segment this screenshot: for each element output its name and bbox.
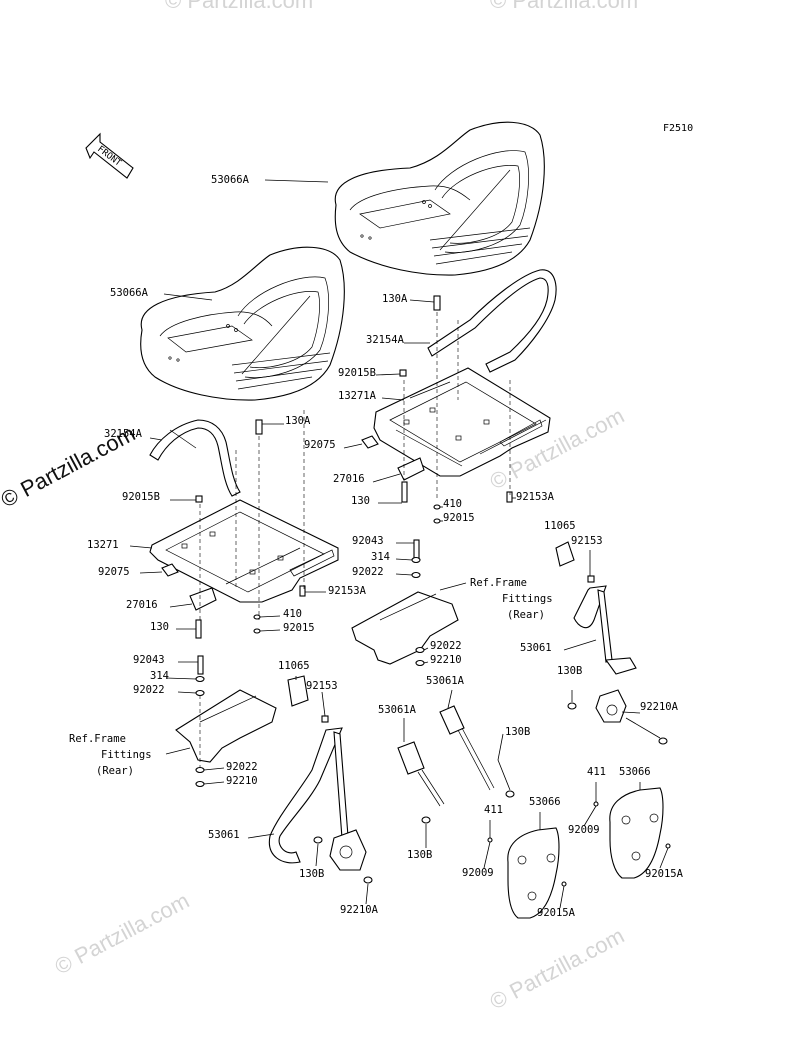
part-label-27016-top: 27016 xyxy=(333,473,365,485)
part-label-411-right: 411 xyxy=(587,766,606,778)
side-panel-right xyxy=(593,787,671,879)
part-label-13271: 13271 xyxy=(87,539,119,551)
part-label-130A-top: 130A xyxy=(382,293,408,305)
part-label-92043-left: 92043 xyxy=(133,654,165,666)
part-label-92153-left: 92153 xyxy=(306,680,338,692)
part-label-314-left: 314 xyxy=(150,670,169,682)
part-label-92210A-left: 92210A xyxy=(340,904,379,916)
seat-left xyxy=(140,246,345,401)
part-label-32154A-top: 32154A xyxy=(366,334,405,346)
grab-bar-right xyxy=(427,269,557,373)
seat-base-right xyxy=(373,367,551,477)
side-panel-mid xyxy=(487,827,567,919)
part-label-fittings-left: Fittings xyxy=(101,749,152,761)
part-label-130-left: 130 xyxy=(150,621,169,633)
part-label-92022-left: 92022 xyxy=(133,684,165,696)
part-label-rear-right: (Rear) xyxy=(507,609,545,621)
part-label-130B-left: 130B xyxy=(299,868,324,880)
part-label-53066-right: 53066 xyxy=(619,766,651,778)
part-label-92015-top: 92015 xyxy=(443,512,475,524)
seat-base-left xyxy=(149,499,339,603)
figure-code: F2510 xyxy=(663,123,693,134)
part-label-92022-mid-lower: 92022 xyxy=(430,640,462,652)
front-arrow: FRONT xyxy=(85,132,134,179)
part-label-92153-right: 92153 xyxy=(571,535,603,547)
part-label-92015-left: 92015 xyxy=(283,622,315,634)
part-label-92153A-left: 92153A xyxy=(328,585,367,597)
watermark-bottom-left: © Partzilla.com xyxy=(51,888,194,980)
part-label-53061-left: 53061 xyxy=(208,829,240,841)
alignment-lines xyxy=(199,312,511,620)
part-label-92210-mid: 92210 xyxy=(430,654,462,666)
part-label-92210A-right: 92210A xyxy=(640,701,679,713)
part-label-32154A-left: 32154A xyxy=(104,428,143,440)
part-label-314-mid: 314 xyxy=(371,551,390,563)
watermark-top-left: © Partzilla.com xyxy=(165,0,313,13)
part-label-rear-left: (Rear) xyxy=(96,765,134,777)
part-label-ref-frame-left: Ref.Frame xyxy=(69,733,126,745)
part-label-410-left: 410 xyxy=(283,608,302,620)
part-label-53066A-left: 53066A xyxy=(110,287,149,299)
part-label-130-top: 130 xyxy=(351,495,370,507)
part-label-92075-left: 92075 xyxy=(98,566,130,578)
part-label-11065-right: 11065 xyxy=(544,520,576,532)
part-label-fittings-right: Fittings xyxy=(502,593,553,605)
grab-bar-left xyxy=(149,419,241,497)
part-label-ref-frame-right: Ref.Frame xyxy=(470,577,527,589)
part-label-130B-bottom: 130B xyxy=(407,849,432,861)
part-label-92015A-right: 92015A xyxy=(645,868,684,880)
fasteners-top xyxy=(161,295,513,639)
part-label-53066A-top: 53066A xyxy=(211,174,250,186)
part-label-92009-mid: 92009 xyxy=(462,867,494,879)
seat-right xyxy=(334,121,545,276)
part-label-92015A-mid: 92015A xyxy=(537,907,576,919)
watermark-bottom-right: © Partzilla.com xyxy=(486,923,629,1015)
seatbelt-left xyxy=(268,675,373,884)
part-label-92015B-top: 92015B xyxy=(338,367,376,379)
part-label-92015B-left: 92015B xyxy=(122,491,160,503)
part-label-130A-left: 130A xyxy=(285,415,311,427)
part-label-410-top: 410 xyxy=(443,498,462,510)
part-label-92153A-top: 92153A xyxy=(516,491,555,503)
part-label-92043-mid: 92043 xyxy=(352,535,384,547)
part-label-411-mid: 411 xyxy=(484,804,503,816)
part-label-53061A-top: 53061A xyxy=(426,675,465,687)
part-label-92022-mid: 92022 xyxy=(352,566,384,578)
part-label-92075-top: 92075 xyxy=(304,439,336,451)
bracket-right xyxy=(351,539,459,667)
part-label-53066-mid: 53066 xyxy=(529,796,561,808)
part-label-13271A: 13271A xyxy=(338,390,377,402)
part-labels: 53066A 53066A 130A 32154A 92015B 13271A 130A 32… xyxy=(69,174,684,919)
buckle-top xyxy=(439,705,515,798)
part-label-92210-left: 92210 xyxy=(226,775,258,787)
leader-lines xyxy=(129,179,669,909)
watermark-top-right: © Partzilla.com xyxy=(490,0,638,13)
part-label-11065-left: 11065 xyxy=(278,660,310,672)
seatbelt-right xyxy=(555,541,668,745)
part-label-92009-right: 92009 xyxy=(568,824,600,836)
part-label-130B-mid: 130B xyxy=(505,726,530,738)
buckle-left xyxy=(397,741,445,824)
part-label-92022-left-lower: 92022 xyxy=(226,761,258,773)
part-label-53061A-left: 53061A xyxy=(378,704,417,716)
part-label-27016-left: 27016 xyxy=(126,599,158,611)
part-label-130B-right: 130B xyxy=(557,665,582,677)
part-label-53061-right: 53061 xyxy=(520,642,552,654)
